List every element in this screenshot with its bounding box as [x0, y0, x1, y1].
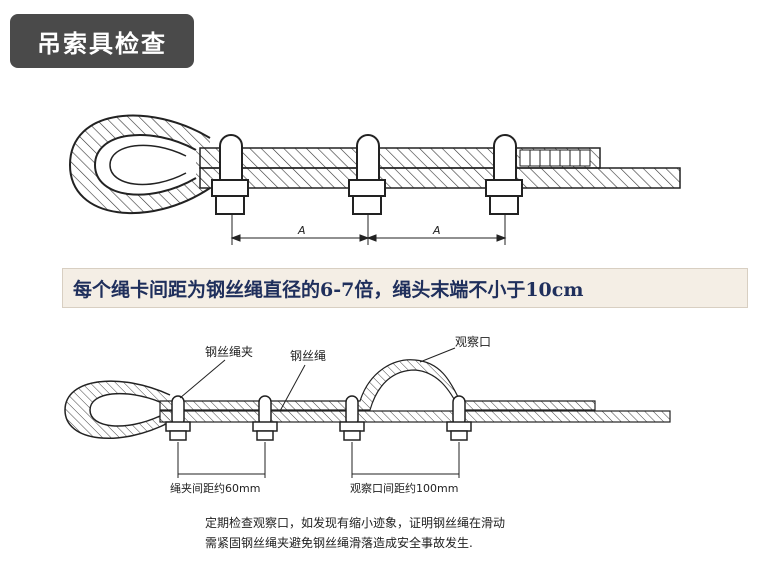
label-rope: 钢丝绳 [290, 349, 326, 363]
note-line-1: 定期检查观察口，如发现有缩小迹象，证明钢丝绳在滑动 [205, 516, 506, 530]
clamp-2 [348, 134, 386, 215]
clamp-d [446, 395, 472, 441]
dim-window-spacing: 观察口间距约100mm [350, 481, 458, 495]
inspection-note: 定期检查观察口，如发现有缩小迹象，证明钢丝绳在滑动 需紧固钢丝绳夹避免钢丝绳滑落… [205, 513, 625, 553]
spacing-label-2: A [432, 224, 441, 237]
note-line-2: 需紧固钢丝绳夹避免钢丝绳滑落造成安全事故发生. [205, 536, 473, 550]
clamp-c [339, 395, 365, 441]
dim-clamp-spacing: 绳夹间距约60mm [170, 481, 260, 495]
thimble-eye-2 [64, 380, 171, 440]
rope-main-2 [159, 410, 671, 423]
clamp-1 [211, 134, 249, 215]
thimble-eye [68, 114, 211, 215]
rope-main [199, 167, 681, 189]
spacing-label-1: A [297, 224, 306, 237]
clamp-a [165, 395, 191, 441]
label-clamp: 钢丝绳夹 [205, 345, 253, 359]
rope-clamp-diagram-top: A A [68, 114, 681, 245]
label-window: 观察口 [455, 335, 491, 349]
page-title: 吊索具检查 [10, 14, 194, 68]
rope-clamp-diagram-bottom: 钢丝绳夹 钢丝绳 观察口 绳夹间距约60mm 观察口间距约100mm [64, 335, 671, 495]
clamp-3 [485, 134, 523, 215]
dimension-lines [230, 215, 507, 245]
clamp-b [252, 395, 278, 441]
spacing-rule-banner: 每个绳卡间距为钢丝绳直径的6-7倍，绳头末端不小于10cm [62, 268, 748, 308]
rope-observation-loop [159, 359, 596, 411]
